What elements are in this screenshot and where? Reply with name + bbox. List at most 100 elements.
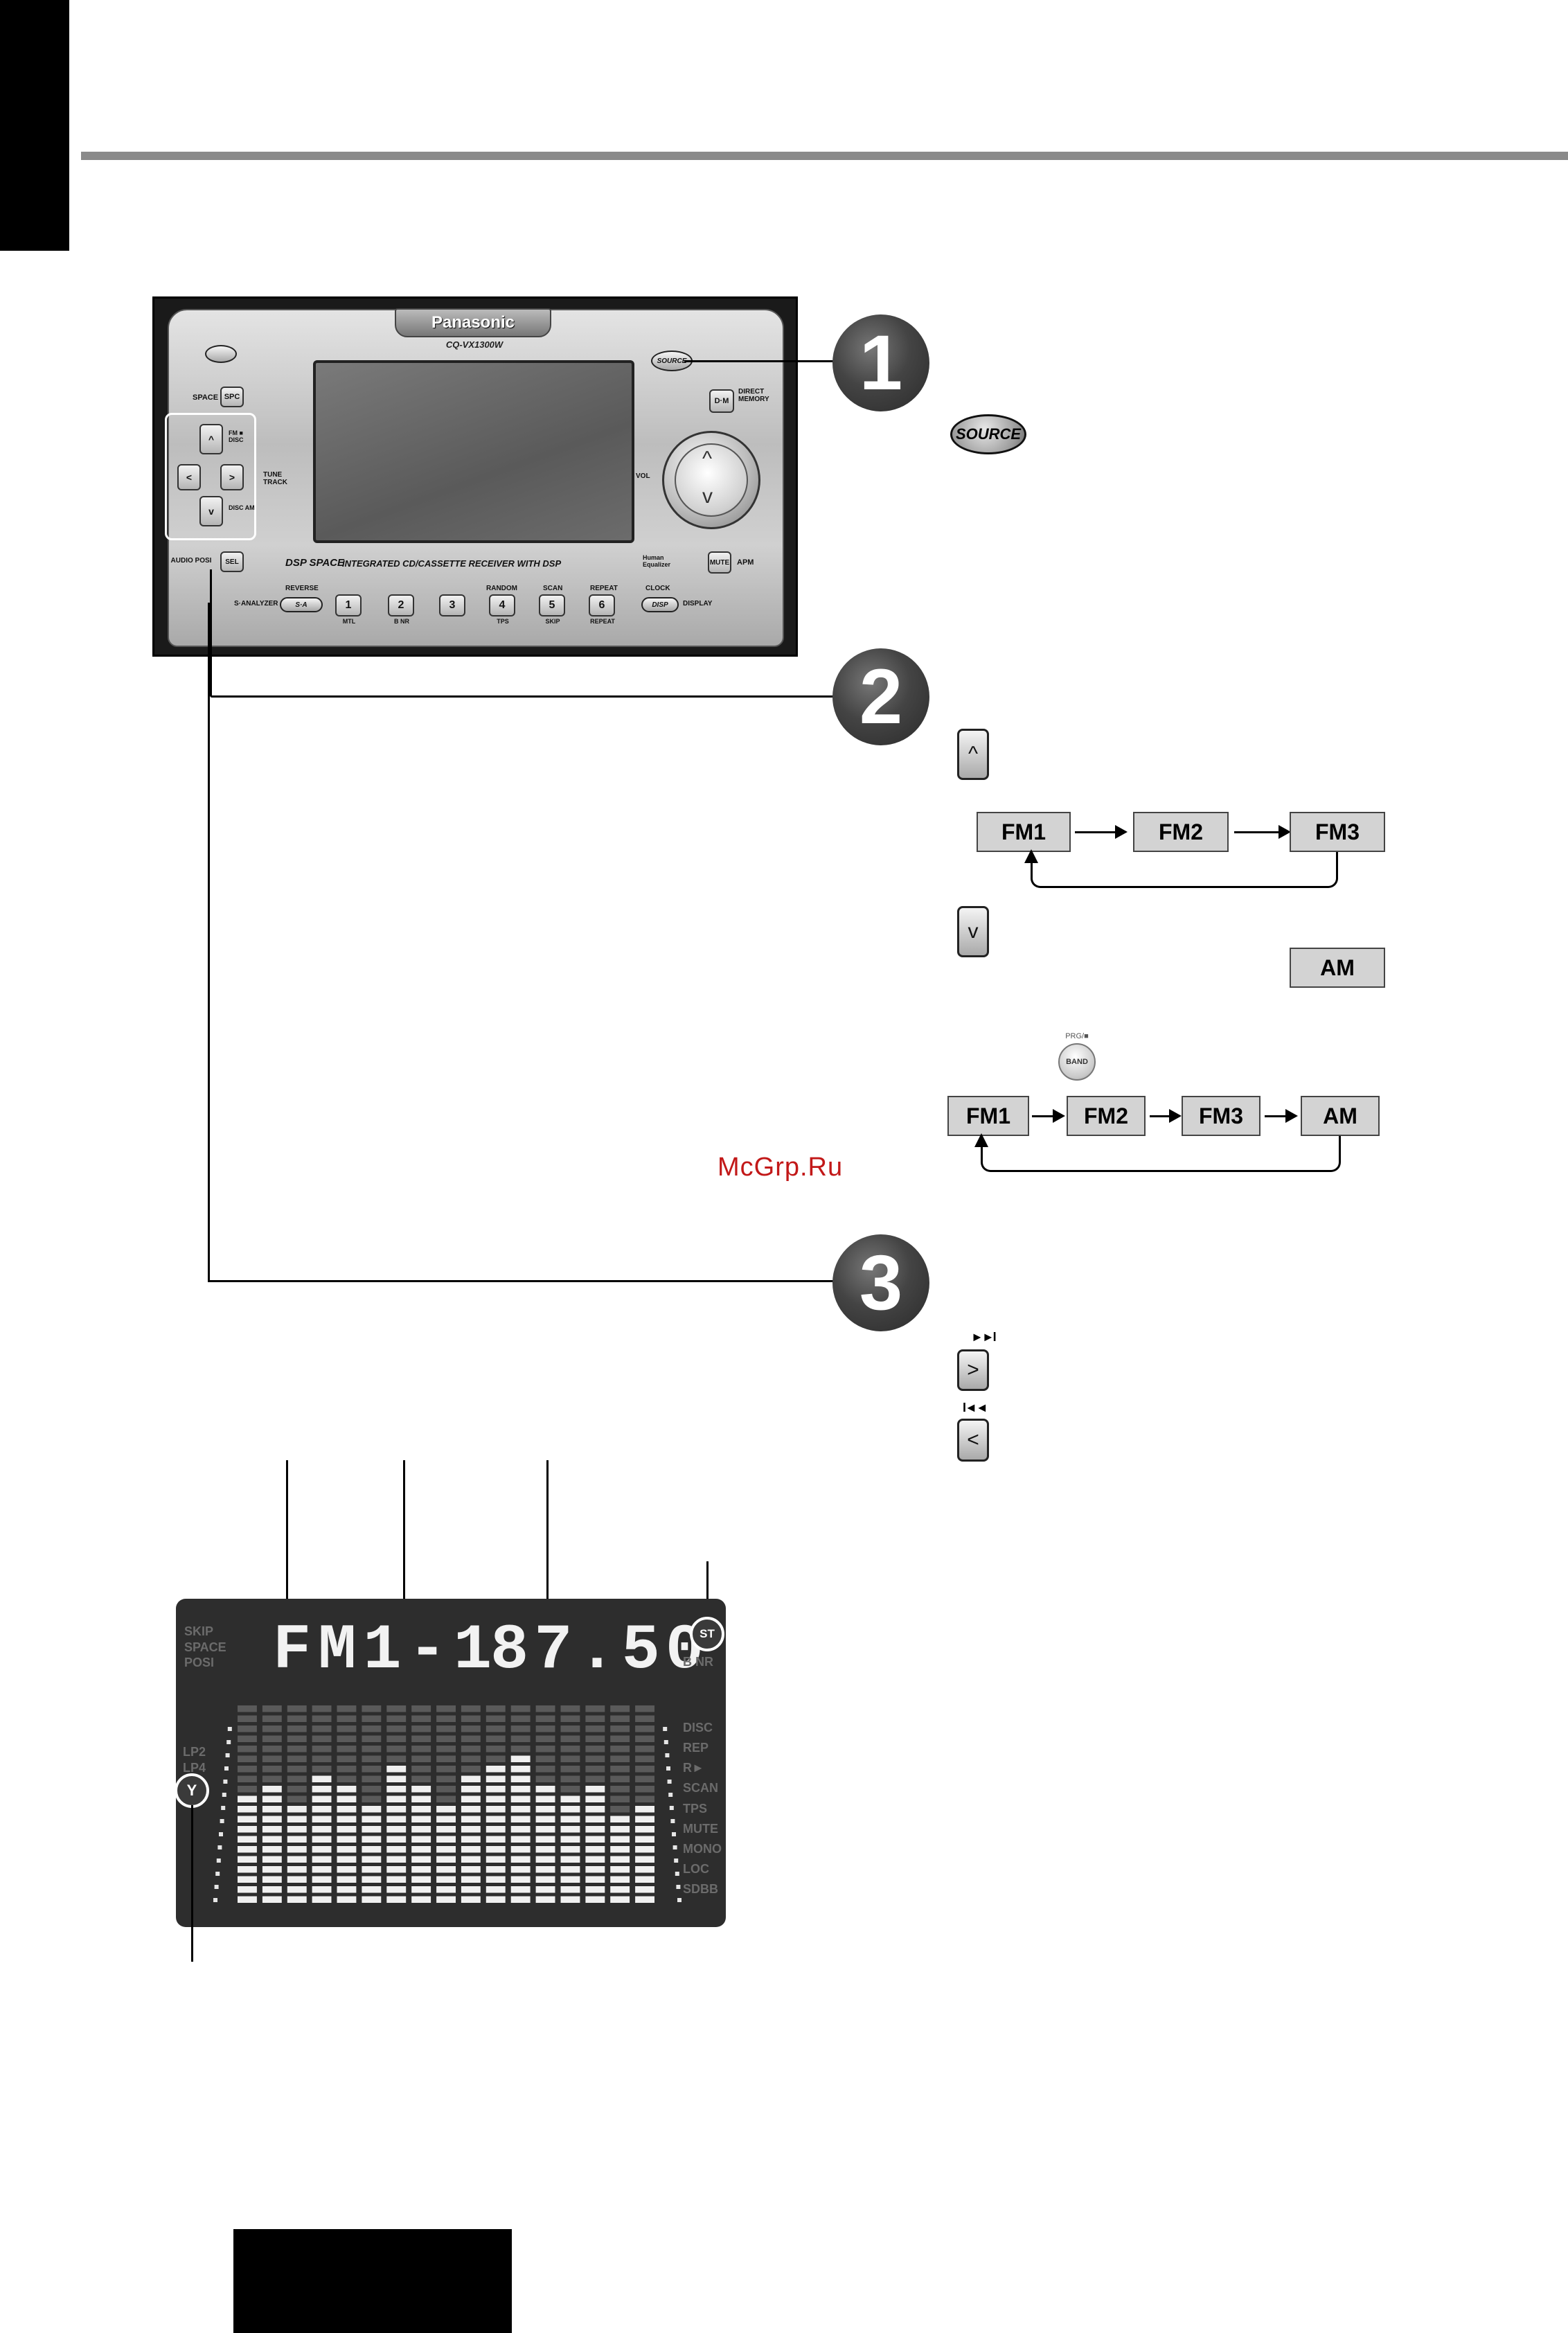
sa-button[interactable]: S·A — [280, 597, 323, 612]
spectrum-segment — [262, 1766, 282, 1773]
spectrum-segment — [635, 1746, 654, 1753]
spectrum-segment — [535, 1846, 555, 1853]
spectrum-segment — [510, 1806, 531, 1813]
spectrum-segment — [386, 1886, 407, 1893]
band-loop-line — [981, 1136, 1341, 1172]
spectrum-segment — [312, 1806, 332, 1813]
spectrum-segment — [238, 1726, 257, 1732]
lcd-lp2-label: LP2 — [183, 1745, 206, 1759]
preset-button-1[interactable]: 1 — [335, 594, 362, 616]
spectrum-segment — [386, 1866, 407, 1873]
spectrum-segment — [560, 1715, 580, 1722]
spectrum-edge-dot — [214, 1885, 219, 1889]
spectrum-segment — [411, 1746, 431, 1753]
spectrum-segment — [262, 1786, 282, 1793]
preset-button-3[interactable]: 3 — [439, 594, 465, 616]
spectrum-segment — [610, 1896, 630, 1903]
preset-sub-label: SKIP — [545, 618, 560, 625]
spectrum-segment — [510, 1876, 531, 1883]
spectrum-segment — [386, 1715, 407, 1722]
preset-button-6[interactable]: 6 — [589, 594, 615, 616]
spectrum-segment — [610, 1766, 630, 1773]
lcd-indicator-label: REP — [683, 1741, 709, 1755]
preset-button-2[interactable]: 2 — [388, 594, 414, 616]
spectrum-segment — [362, 1836, 382, 1843]
spectrum-segment — [585, 1726, 605, 1732]
source-button[interactable]: SOURCE — [950, 414, 1026, 454]
volume-knob-center[interactable] — [675, 443, 748, 517]
spectrum-segment — [610, 1715, 630, 1722]
spectrum-segment — [287, 1715, 307, 1722]
spectrum-segment — [386, 1735, 407, 1742]
spectrum-segment — [485, 1876, 506, 1883]
spectrum-segment — [635, 1705, 654, 1712]
spectrum-segment — [510, 1726, 531, 1732]
spectrum-segment — [485, 1795, 506, 1802]
spectrum-segment — [312, 1715, 332, 1722]
spectrum-segment — [337, 1856, 357, 1863]
spectrum-segment — [287, 1806, 307, 1813]
spectrum-segment — [635, 1866, 654, 1873]
left-arrow-button[interactable]: < — [177, 464, 201, 490]
spectrum-segment — [585, 1896, 605, 1903]
spectrum-segment — [610, 1755, 630, 1762]
spectrum-segment — [262, 1866, 282, 1873]
spectrum-segment — [386, 1755, 407, 1762]
spectrum-segment — [287, 1866, 307, 1873]
down-arrow-button[interactable]: v — [199, 496, 223, 526]
spectrum-segment — [485, 1755, 506, 1762]
spectrum-segment — [535, 1806, 555, 1813]
spectrum-segment — [411, 1775, 431, 1782]
spc-button[interactable]: SPC — [220, 387, 244, 407]
spectrum-segment — [560, 1846, 580, 1853]
spectrum-segment — [386, 1795, 407, 1802]
spectrum-segment — [337, 1816, 357, 1822]
spectrum-segment — [411, 1816, 431, 1822]
spectrum-segment — [411, 1755, 431, 1762]
spectrum-edge-dot — [219, 1832, 223, 1836]
spectrum-segment — [635, 1715, 654, 1722]
direct-memory-label: DIRECT MEMORY — [738, 388, 769, 403]
power-button[interactable] — [205, 345, 237, 363]
spectrum-segment — [610, 1886, 630, 1893]
spectrum-segment — [535, 1876, 555, 1883]
spectrum-segment — [510, 1836, 531, 1843]
spectrum-segment — [485, 1806, 506, 1813]
spectrum-segment — [362, 1846, 382, 1853]
spectrum-segment — [411, 1795, 431, 1802]
prg-label: PRG/■ — [1065, 1032, 1089, 1040]
band-button[interactable]: BAND — [1058, 1043, 1096, 1081]
preset-button-4[interactable]: 4 — [489, 594, 515, 616]
am-box: AM — [1290, 948, 1385, 988]
spectrum-segment — [436, 1896, 456, 1903]
dm-button[interactable]: D·M — [709, 389, 734, 413]
right-arrow-button[interactable]: > — [220, 464, 244, 490]
mute-button[interactable]: MUTE — [708, 551, 731, 574]
spectrum-segment — [585, 1836, 605, 1843]
spectrum-segment — [585, 1856, 605, 1863]
spectrum-segment — [510, 1775, 531, 1782]
stereo-indicator: ST — [690, 1617, 724, 1651]
spectrum-segment — [287, 1896, 307, 1903]
spectrum-segment — [287, 1836, 307, 1843]
sel-button[interactable]: SEL — [220, 551, 244, 572]
band-fm2-box: FM2 — [1067, 1096, 1146, 1136]
spectrum-segment — [535, 1746, 555, 1753]
lcd-posi-label: POSI — [184, 1656, 215, 1669]
arrow-fm2-fm3 — [1234, 825, 1291, 839]
spectrum-segment — [461, 1876, 481, 1883]
disp-button[interactable]: DISP — [641, 597, 679, 612]
spectrum-segment — [461, 1856, 481, 1863]
spectrum-segment — [411, 1856, 431, 1863]
spectrum-segment — [337, 1775, 357, 1782]
spectrum-segment — [485, 1846, 506, 1853]
spectrum-segment — [610, 1866, 630, 1873]
spectrum-segment — [510, 1735, 531, 1742]
spectrum-segment — [560, 1786, 580, 1793]
preset-button-5[interactable]: 5 — [539, 594, 565, 616]
spectrum-segment — [238, 1746, 257, 1753]
spectrum-segment — [535, 1886, 555, 1893]
up-arrow-button[interactable]: ^ — [199, 424, 223, 454]
device-screen — [313, 360, 634, 543]
